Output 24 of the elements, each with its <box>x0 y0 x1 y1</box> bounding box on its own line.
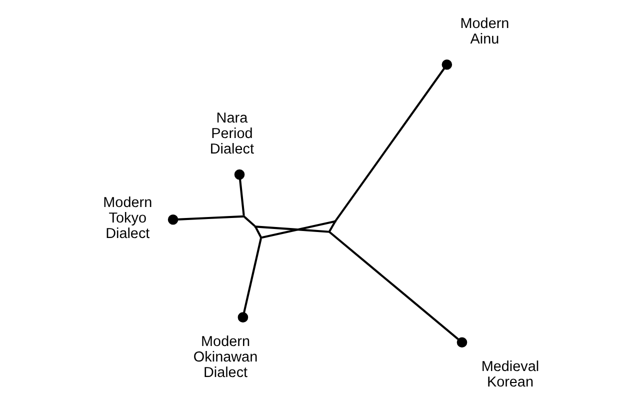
node-label: Modern Tokyo Dialect <box>103 195 152 242</box>
node-point <box>334 220 337 223</box>
connector <box>244 216 256 227</box>
connector <box>262 220 335 238</box>
connector <box>243 238 262 313</box>
node-label: Medieval Korean <box>481 358 540 390</box>
connector <box>329 232 459 340</box>
connector <box>239 179 245 216</box>
node-point <box>260 236 262 239</box>
node-label: Nara Period Dialect <box>210 110 254 158</box>
connector <box>256 226 328 233</box>
connector <box>335 68 445 222</box>
node-circle <box>234 169 245 180</box>
node-point <box>242 215 246 218</box>
node-circle <box>456 337 468 348</box>
connector <box>178 215 244 220</box>
node-point <box>254 225 257 228</box>
node-label: Modern Ainu <box>460 16 510 48</box>
node-circle <box>238 312 248 322</box>
connector <box>254 226 262 238</box>
node-circle <box>442 59 452 70</box>
node-point <box>328 230 330 234</box>
node-circle <box>168 214 178 225</box>
node-label: Modern Okinawan Dialect <box>193 334 258 381</box>
